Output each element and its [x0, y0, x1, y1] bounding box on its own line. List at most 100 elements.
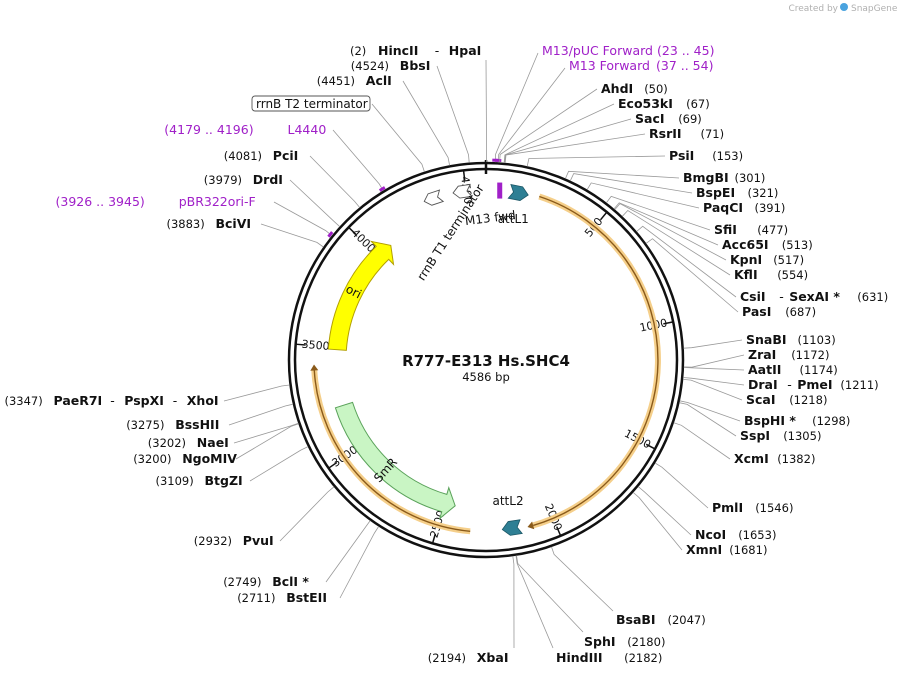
label-name: KpnI — [730, 252, 762, 267]
label-name: M13/pUC Forward — [542, 43, 653, 58]
label-ScaI: ScaI(1218) — [746, 392, 827, 407]
label-name: ScaI — [746, 392, 776, 407]
label-name: KflI — [734, 267, 758, 282]
label-SphI: SphI(2180) — [584, 634, 665, 649]
label-position: (1172) — [791, 348, 829, 362]
label-name: AclI — [366, 73, 392, 88]
rrnb-t1-label: rrnB T1 terminator — [414, 182, 487, 283]
label-XcmI: XcmI(1382) — [734, 451, 815, 466]
brand-created-by: Created by — [788, 4, 838, 14]
label-name: PsiI — [669, 148, 694, 163]
label-SacI: SacI(69) — [635, 111, 702, 126]
orange-orf-2-head — [310, 364, 319, 371]
leader-line — [371, 103, 425, 172]
plasmid-length: 4586 bp — [462, 370, 510, 384]
label-position: (3200) — [133, 452, 171, 466]
label-HincII: (2)HincII-HpaI — [350, 43, 481, 58]
leader-line — [586, 182, 700, 209]
orange-orf-1 — [533, 195, 659, 527]
label-KpnI: KpnI(517) — [730, 252, 804, 267]
label-dash: - — [173, 393, 178, 408]
label-NaeI: (3202)NaeI — [148, 435, 229, 450]
label-AclI: (4451)AclI — [317, 73, 392, 88]
tick-mark — [348, 226, 357, 235]
orange-orf-1-head — [527, 521, 535, 530]
label-rrnB-T2: rrnB T2 terminator — [251, 95, 371, 112]
label-PasI: PasI(687) — [742, 304, 816, 319]
leader-line — [332, 129, 384, 191]
plasmid-name: R777-E313 Hs.SHC4 — [402, 352, 570, 370]
label-name: PvuI — [243, 533, 274, 548]
label-name: NaeI — [197, 435, 229, 450]
brand-product: SnapGene — [851, 4, 898, 14]
label-position: (3109) — [156, 474, 194, 488]
label-name: XmnI — [686, 542, 722, 557]
label-position: (3347) — [5, 394, 43, 408]
label-dash: - — [110, 393, 115, 408]
label-position: (1546) — [755, 501, 793, 515]
leader-line — [636, 225, 737, 298]
label-L4440: (4179 .. 4196)L4440 — [164, 122, 326, 137]
label-BssHII: (3275) BssHII — [126, 417, 219, 432]
label-position: (67) — [686, 97, 710, 111]
leader-line — [622, 209, 731, 276]
label-BtgZI: (3109)BtgZI — [156, 473, 243, 488]
tick-label: 3500 — [301, 338, 330, 353]
label-position: (3926 .. 3945) — [56, 194, 145, 209]
leader-line — [504, 118, 632, 163]
label-box — [251, 95, 371, 112]
leader-line — [683, 377, 745, 386]
leader-line — [515, 555, 554, 649]
attL1-feature — [507, 183, 529, 201]
label-DraI: DraI-PmeI(1211) — [748, 377, 879, 392]
leader-line — [499, 88, 598, 163]
tick-mark — [462, 170, 466, 181]
label-position: (2711) — [237, 591, 275, 605]
label-RsrII: RsrII(71) — [649, 126, 724, 141]
label-position: (391) — [755, 201, 786, 215]
leader-line — [565, 170, 680, 179]
label-position: (4524) — [351, 59, 389, 73]
leader-line — [497, 67, 566, 163]
leader-line — [569, 173, 693, 194]
label-position: (71) — [701, 127, 725, 141]
label-HindIII: HindIII(2182) — [556, 650, 662, 665]
smr-feature — [334, 401, 456, 520]
leader-layer — [223, 52, 745, 649]
label-SspI: SspI(1305) — [740, 428, 821, 443]
leader-line — [526, 155, 666, 167]
ori-label: ori — [343, 282, 363, 302]
label-name: AhdI — [601, 81, 633, 96]
primer-binding-mark — [327, 231, 334, 238]
leader-line — [683, 354, 745, 368]
orange-orf-2 — [313, 370, 471, 532]
label-BclI: (2749)BclI * — [223, 574, 309, 589]
label-name: BssHII — [175, 417, 219, 432]
label-name: XbaI — [477, 650, 509, 665]
leader-line — [402, 80, 450, 166]
label-name: PmlI — [712, 500, 743, 515]
label-position: (3883) — [167, 217, 205, 231]
label-position: (513) — [782, 238, 813, 252]
label-BspHI: BspHI *(1298) — [744, 413, 850, 428]
label-position: (3275) — [126, 418, 164, 432]
label-name: PciI — [273, 148, 299, 163]
snapgene-logo-icon — [840, 3, 848, 11]
leader-line — [606, 195, 711, 231]
leader-line — [614, 203, 727, 261]
label-position: (1382) — [777, 452, 815, 466]
label-BbsI: (4524)BbsI — [351, 58, 431, 73]
m13-fwd-label: M13 fwd — [464, 208, 516, 228]
leader-line — [516, 555, 584, 633]
leader-line — [233, 422, 299, 444]
label-Acc65I: Acc65I(513) — [722, 237, 813, 252]
label-position: (1211) — [840, 378, 878, 392]
leader-line — [551, 546, 614, 612]
label-position: (2182) — [624, 651, 662, 665]
attL2-feature — [501, 519, 523, 536]
label-name: AatII — [748, 362, 781, 377]
label-PciI: (4081)PciI — [224, 148, 299, 163]
label-name: SnaBI — [746, 332, 787, 347]
label-SfiI: SfiI(477) — [714, 222, 788, 237]
